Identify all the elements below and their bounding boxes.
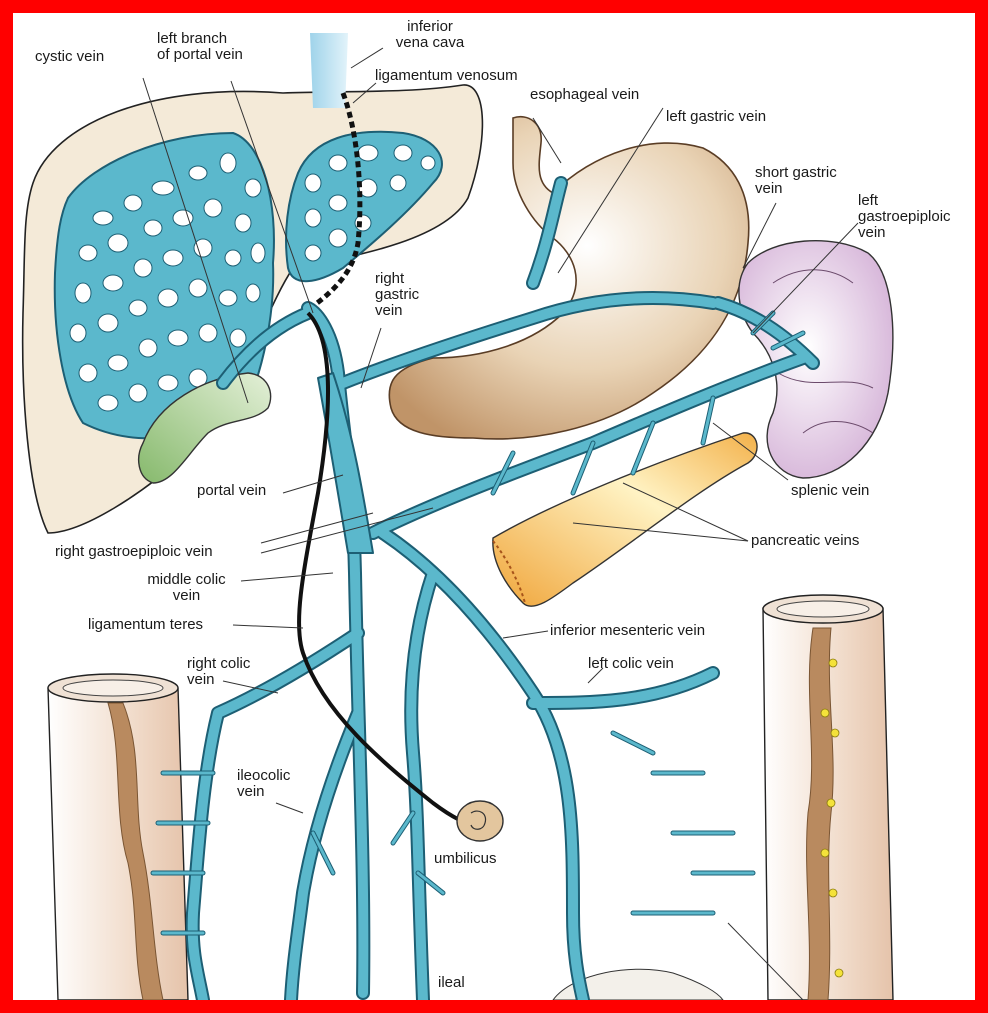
label-esophageal-vein: esophageal vein xyxy=(530,87,639,103)
label-portal-vein: portal vein xyxy=(197,483,266,499)
label-right-gastroepiploic-vein: right gastroepiploic vein xyxy=(55,544,213,560)
label-ligamentum-venosum: ligamentum venosum xyxy=(375,68,518,84)
label-ileocolic-vein: ileocolic vein xyxy=(237,768,290,800)
label-left-branch-of-portal-vein: left branch of portal vein xyxy=(157,31,243,63)
ascending-colon xyxy=(48,674,188,1000)
label-right-colic-vein: right colic vein xyxy=(187,656,250,688)
label-short-gastric-vein: short gastric vein xyxy=(755,165,837,197)
label-ligamentum-teres: ligamentum teres xyxy=(88,617,203,633)
label-cystic-vein: cystic vein xyxy=(35,49,104,65)
label-middle-colic-vein: middle colic vein xyxy=(134,572,239,604)
label-umbilicus: umbilicus xyxy=(434,851,497,867)
label-splenic-vein: splenic vein xyxy=(791,483,869,499)
umbilicus-shape xyxy=(457,801,503,841)
descending-colon xyxy=(763,595,893,1000)
diagram-frame: inferior vena cava ligamentum venosum le… xyxy=(13,13,975,1000)
label-left-colic-vein: left colic vein xyxy=(588,656,674,672)
label-inferior-mesenteric-vein: inferior mesenteric vein xyxy=(550,623,705,639)
label-left-gastric-vein: left gastric vein xyxy=(666,109,766,125)
label-ileal: ileal xyxy=(438,975,465,991)
label-right-gastric-vein: right gastric vein xyxy=(375,271,419,319)
label-left-gastroepiploic-vein: left gastroepiploic vein xyxy=(858,193,951,241)
label-inferior-vena-cava: inferior vena cava xyxy=(380,19,480,51)
label-pancreatic-veins: pancreatic veins xyxy=(751,533,859,549)
